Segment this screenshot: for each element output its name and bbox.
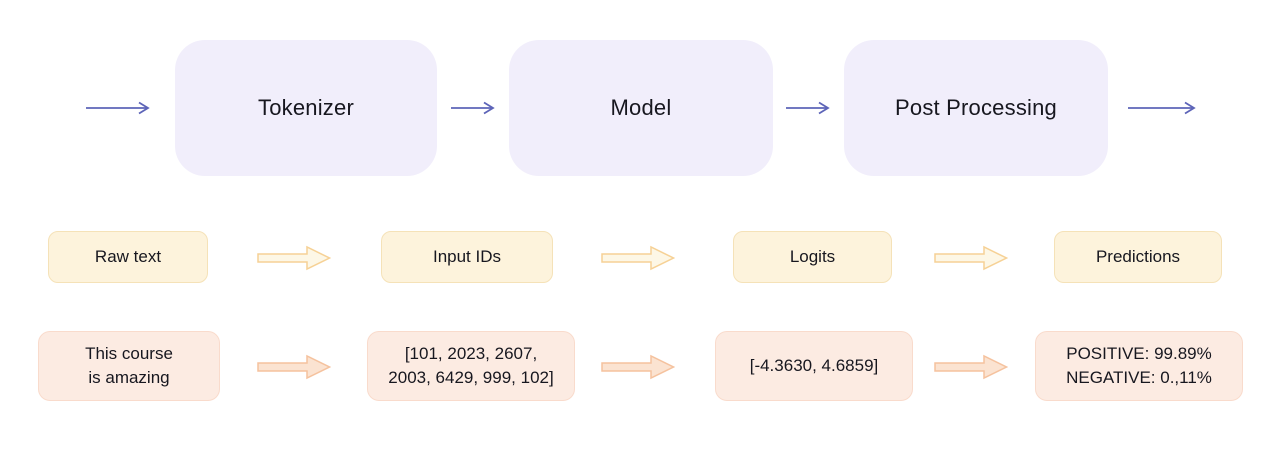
flow-arrow-icon <box>451 101 495 115</box>
example-box-input-ids: [101, 2023, 2607, 2003, 6429, 999, 102] <box>367 331 575 401</box>
flow-arrow-icon <box>86 101 150 115</box>
example-line: [-4.3630, 4.6859] <box>749 356 879 375</box>
example-box-logits: [-4.3630, 4.6859] <box>715 331 913 401</box>
pipeline-box-tokenizer: Tokenizer <box>175 40 437 176</box>
stage-box-label: Input IDs <box>432 247 502 266</box>
example-line: NEGATIVE: 0.,11% <box>1066 368 1212 387</box>
stage-box-predictions: Predictions <box>1054 231 1222 283</box>
block-arrow-icon <box>601 245 675 271</box>
block-arrow-icon <box>934 354 1008 380</box>
block-arrow-icon <box>934 245 1008 271</box>
example-line: This course <box>85 344 173 363</box>
example-line: 2003, 6429, 999, 102] <box>388 368 554 387</box>
flow-arrow-icon <box>786 101 830 115</box>
pipeline-box-model: Model <box>509 40 773 176</box>
example-box-predictions: POSITIVE: 99.89% NEGATIVE: 0.,11% <box>1035 331 1243 401</box>
block-arrow-icon <box>601 354 675 380</box>
stage-box-label: Raw text <box>94 247 162 266</box>
example-line: POSITIVE: 99.89% <box>1066 344 1212 363</box>
example-line: [101, 2023, 2607, <box>404 344 538 363</box>
block-arrow-icon <box>257 245 331 271</box>
pipeline-box-label: Model <box>610 95 672 120</box>
stage-box-input-ids: Input IDs <box>381 231 553 283</box>
pipeline-box-post-processing: Post Processing <box>844 40 1108 176</box>
example-box-raw-text: This course is amazing <box>38 331 220 401</box>
pipeline-box-label: Tokenizer <box>258 95 354 120</box>
block-arrow-icon <box>257 354 331 380</box>
example-line: is amazing <box>88 368 170 387</box>
pipeline-box-label: Post Processing <box>895 95 1057 120</box>
stage-box-label: Predictions <box>1095 247 1181 266</box>
stage-box-raw-text: Raw text <box>48 231 208 283</box>
stage-box-logits: Logits <box>733 231 892 283</box>
stage-box-label: Logits <box>789 247 836 266</box>
flow-arrow-icon <box>1128 101 1196 115</box>
